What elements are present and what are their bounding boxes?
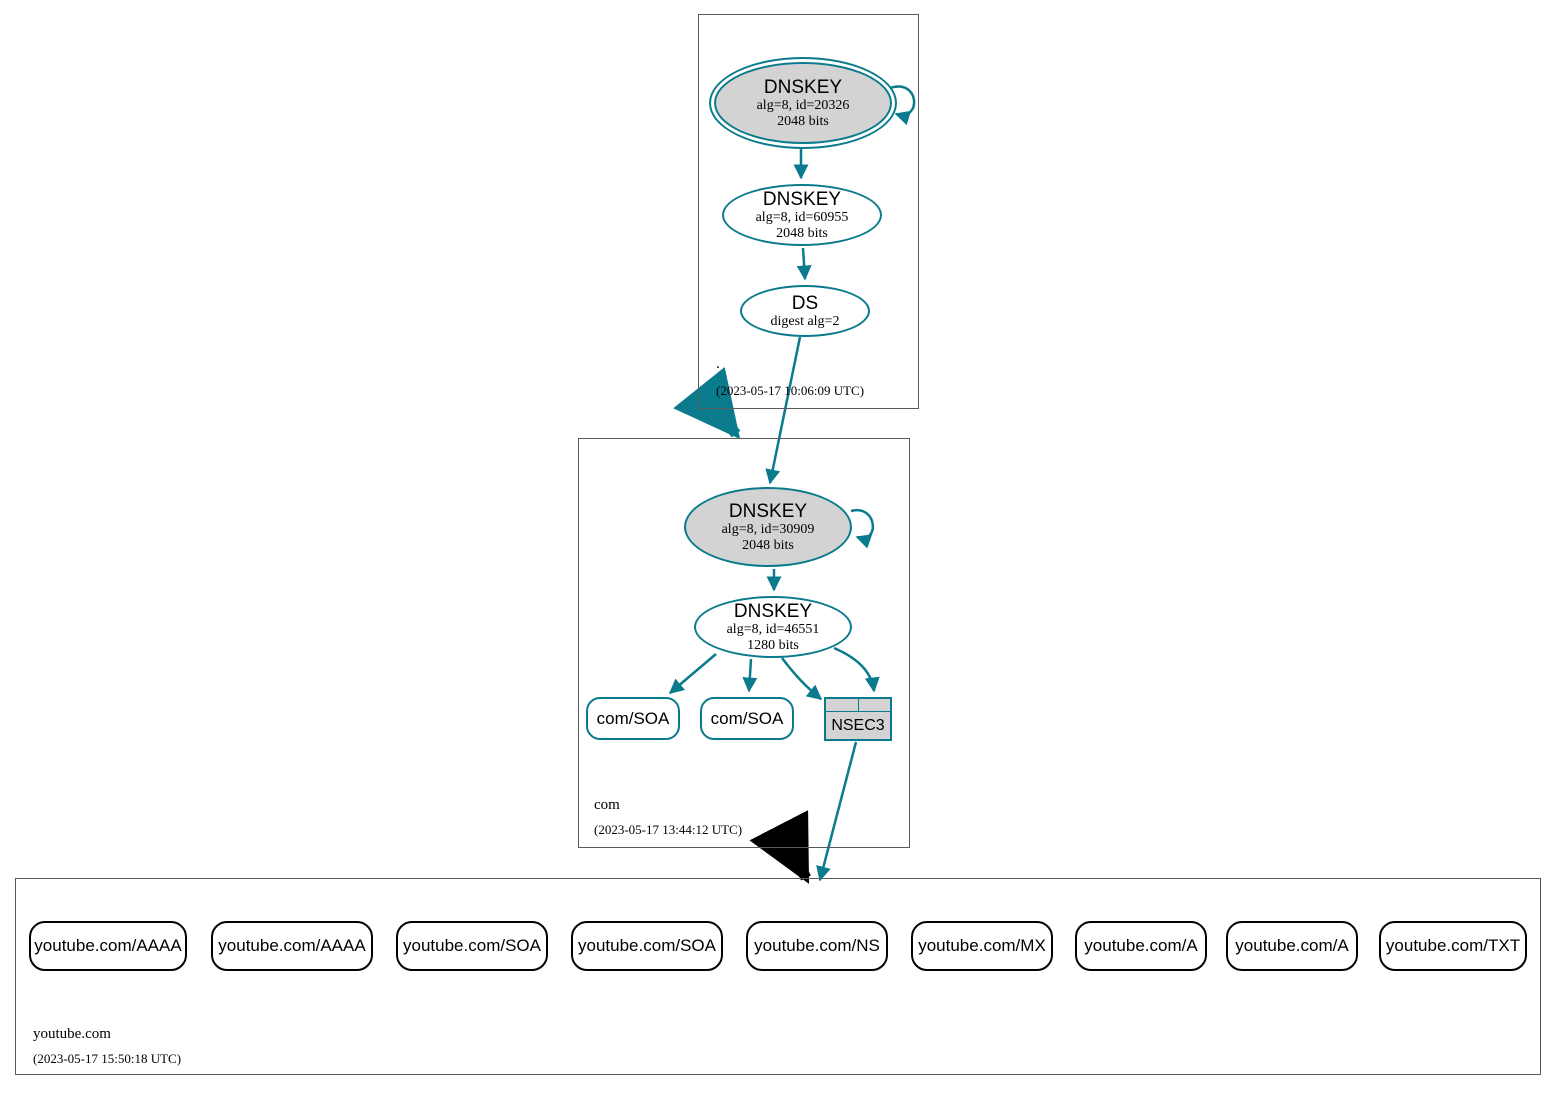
node-keysize: 1280 bits (747, 637, 799, 653)
node-rrset-yt-a-2[interactable]: youtube.com/A (1226, 921, 1358, 971)
node-rrset-yt-txt[interactable]: youtube.com/TXT (1379, 921, 1527, 971)
zone-box-com (578, 438, 910, 848)
zone-label-youtube: youtube.com (33, 1026, 111, 1042)
zone-timestamp-root: (2023-05-17 10:06:09 UTC) (716, 383, 865, 398)
edge-46551-to-nsec3-b (833, 646, 880, 693)
node-subtitle: alg=8, id=30909 (721, 521, 815, 537)
node-rrset-yt-aaaa-1[interactable]: youtube.com/AAAA (29, 921, 187, 971)
node-subtitle: digest alg=2 (770, 313, 840, 329)
node-ds-root[interactable]: DS digest alg=2 (740, 285, 870, 337)
node-rrset-com-soa-1[interactable]: com/SOA (586, 697, 680, 740)
node-nsec3[interactable]: NSEC3 (824, 697, 892, 741)
node-keysize: 2048 bits (742, 537, 794, 553)
node-keysize: 2048 bits (777, 113, 829, 129)
node-dnskey-30909[interactable]: DNSKEY alg=8, id=30909 2048 bits (684, 487, 852, 567)
node-rrset-yt-mx[interactable]: youtube.com/MX (911, 921, 1053, 971)
node-subtitle: alg=8, id=46551 (726, 621, 820, 637)
zone-box-root (698, 14, 919, 409)
node-title: DNSKEY (733, 600, 813, 622)
edge-46551-to-nsec3-a (781, 657, 823, 700)
node-rrset-com-soa-2[interactable]: com/SOA (700, 697, 794, 740)
node-rrset-yt-ns[interactable]: youtube.com/NS (746, 921, 888, 971)
edge-46551-to-soa-a (668, 653, 717, 694)
edge-self-sign-30909 (850, 508, 874, 549)
nsec3-cells (826, 699, 890, 712)
node-title: DNSKEY (762, 188, 842, 210)
edge-self-sign-20326 (889, 85, 916, 126)
node-title: DNSKEY (728, 500, 808, 522)
delegation-arrow-com-to-youtube (749, 810, 811, 884)
zone-label-root: . (716, 356, 720, 372)
nsec3-cell-right (857, 699, 890, 711)
nsec3-label: NSEC3 (831, 716, 885, 734)
node-dnskey-46551[interactable]: DNSKEY alg=8, id=46551 1280 bits (694, 596, 852, 658)
node-rrset-yt-aaaa-2[interactable]: youtube.com/AAAA (211, 921, 373, 971)
zone-label-com: com (594, 797, 620, 813)
node-title: DNSKEY (763, 76, 843, 98)
node-title: DS (791, 292, 819, 314)
node-subtitle: alg=8, id=20326 (756, 97, 850, 113)
nsec3-cell-left (826, 699, 858, 711)
node-subtitle: alg=8, id=60955 (755, 209, 849, 225)
edge-46551-to-soa-b (742, 658, 758, 693)
delegation-arrow-root-to-com (673, 367, 741, 440)
node-dnskey-20326[interactable]: DNSKEY alg=8, id=20326 2048 bits (714, 62, 892, 144)
zone-box-youtube (15, 878, 1541, 1075)
node-rrset-yt-a-1[interactable]: youtube.com/A (1075, 921, 1207, 971)
node-keysize: 2048 bits (776, 225, 828, 241)
edge-ds-to-com-key (765, 336, 802, 485)
node-rrset-yt-soa-2[interactable]: youtube.com/SOA (571, 921, 723, 971)
zone-timestamp-youtube: (2023-05-17 15:50:18 UTC) (33, 1051, 182, 1066)
node-rrset-yt-soa-1[interactable]: youtube.com/SOA (396, 921, 548, 971)
edge-nsec3-to-youtube (816, 741, 858, 882)
edge-60955-to-ds (796, 247, 812, 281)
zone-timestamp-com: (2023-05-17 13:44:12 UTC) (594, 822, 743, 837)
node-dnskey-60955[interactable]: DNSKEY alg=8, id=60955 2048 bits (722, 184, 882, 246)
